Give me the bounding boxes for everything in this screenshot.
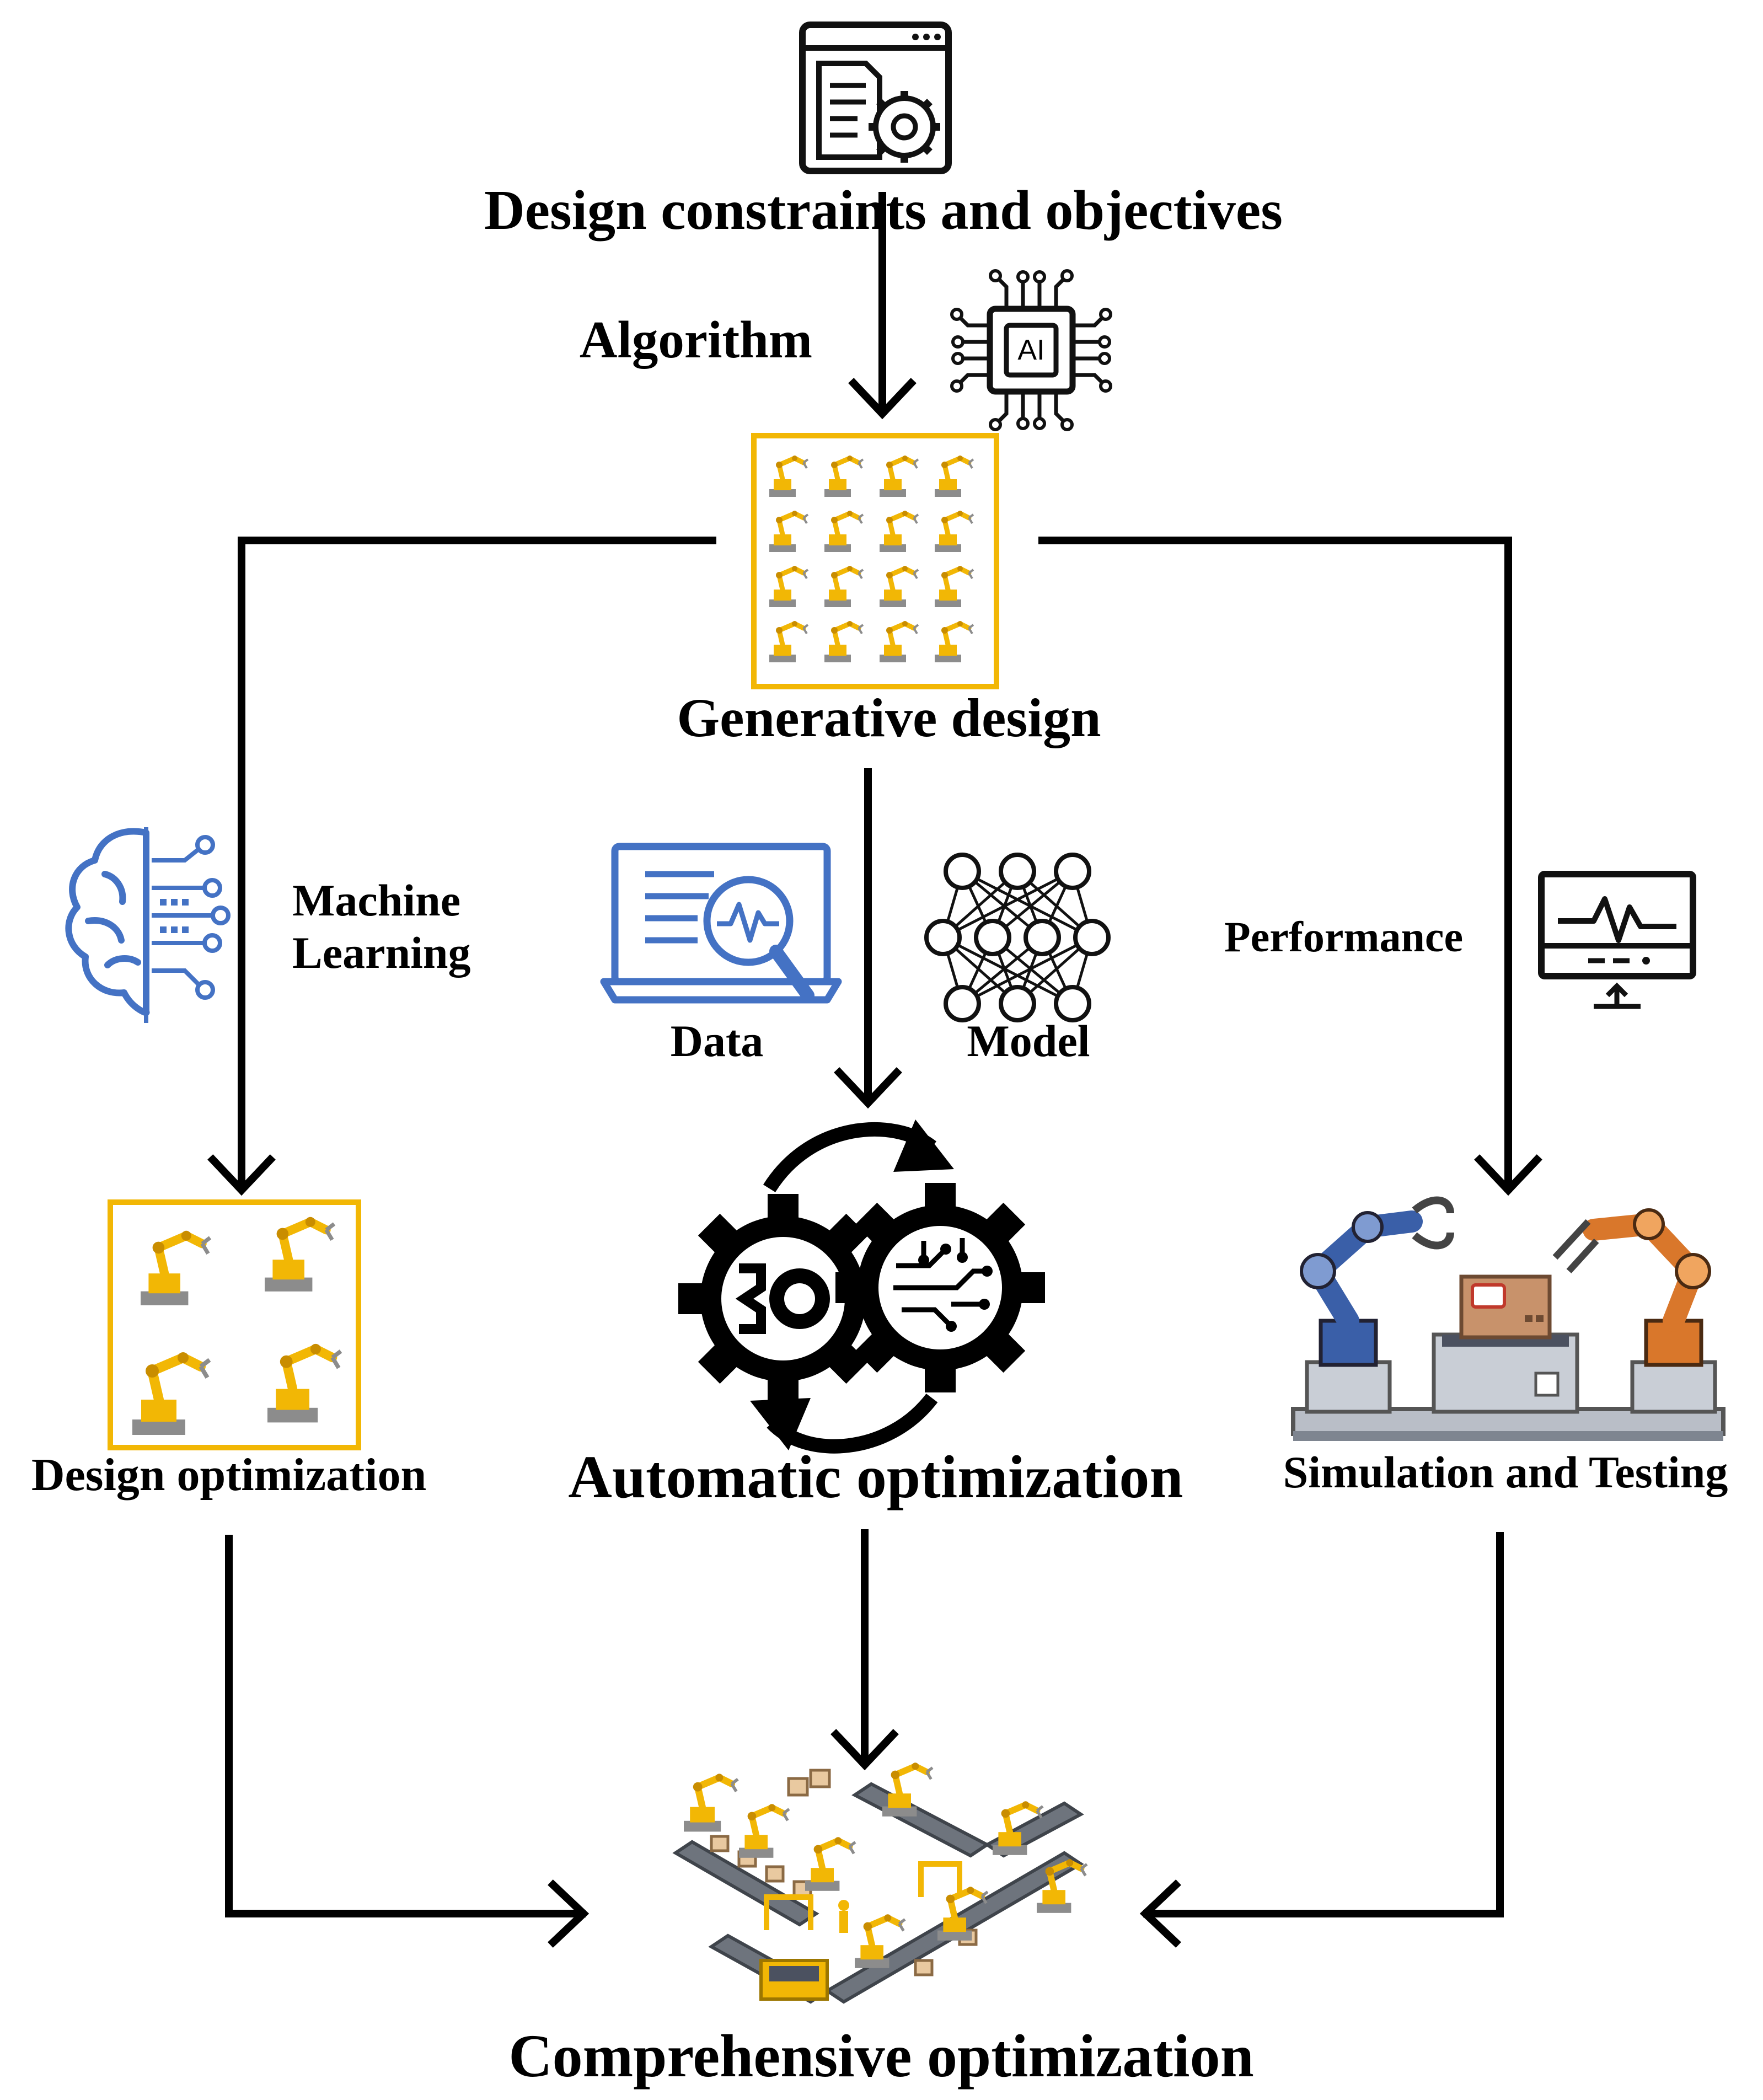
ai-chip-icon: AI [950,269,1112,431]
brain-circuit-icon [65,827,231,1023]
neural-network-icon [924,853,1111,1022]
machine-learning-label-line2: Learning [292,928,470,978]
arrow-generative-to-design-opt [207,537,716,1196]
performance-label: Performance [1224,913,1463,961]
factory-line-icon [672,1763,1087,2004]
arrow-auto-opt-to-comprehensive [830,1529,899,1771]
arrows [207,192,1542,1948]
robot-arm-grid-icon [751,433,999,689]
robot-conveyor-icon [1291,1196,1726,1441]
document-gear-icon [799,22,952,174]
model-label: Model [967,1016,1090,1066]
arrow-generative-to-auto-opt [834,768,902,1109]
machine-learning-label-line1: Machine [292,875,460,925]
data-label: Data [671,1016,764,1066]
arrow-design-opt-to-comprehensive [225,1535,590,1948]
performance-monitor-icon [1538,871,1696,1009]
svg-text:AI: AI [1017,334,1044,366]
robot-arms-icon [108,1199,361,1450]
arrow-generative-to-sim-test [1038,537,1542,1196]
gears-cycle-icon [678,1119,1045,1454]
design-optimization-label: Design optimization [31,1449,426,1501]
data-analysis-laptop-icon [600,843,842,1004]
automatic-optimization-label: Automatic optimization [568,1443,1183,1510]
generative-design-label: Generative design [677,687,1101,748]
comprehensive-optimization-label: Comprehensive optimization [508,2022,1254,2090]
top-node-label: Design constraints and objectives [484,179,1283,242]
algorithm-label: Algorithm [580,310,812,369]
simulation-testing-label: Simulation and Testing [1283,1447,1728,1497]
arrow-top-to-generative [848,192,917,420]
arrow-sim-test-to-comprehensive [1139,1532,1504,1948]
